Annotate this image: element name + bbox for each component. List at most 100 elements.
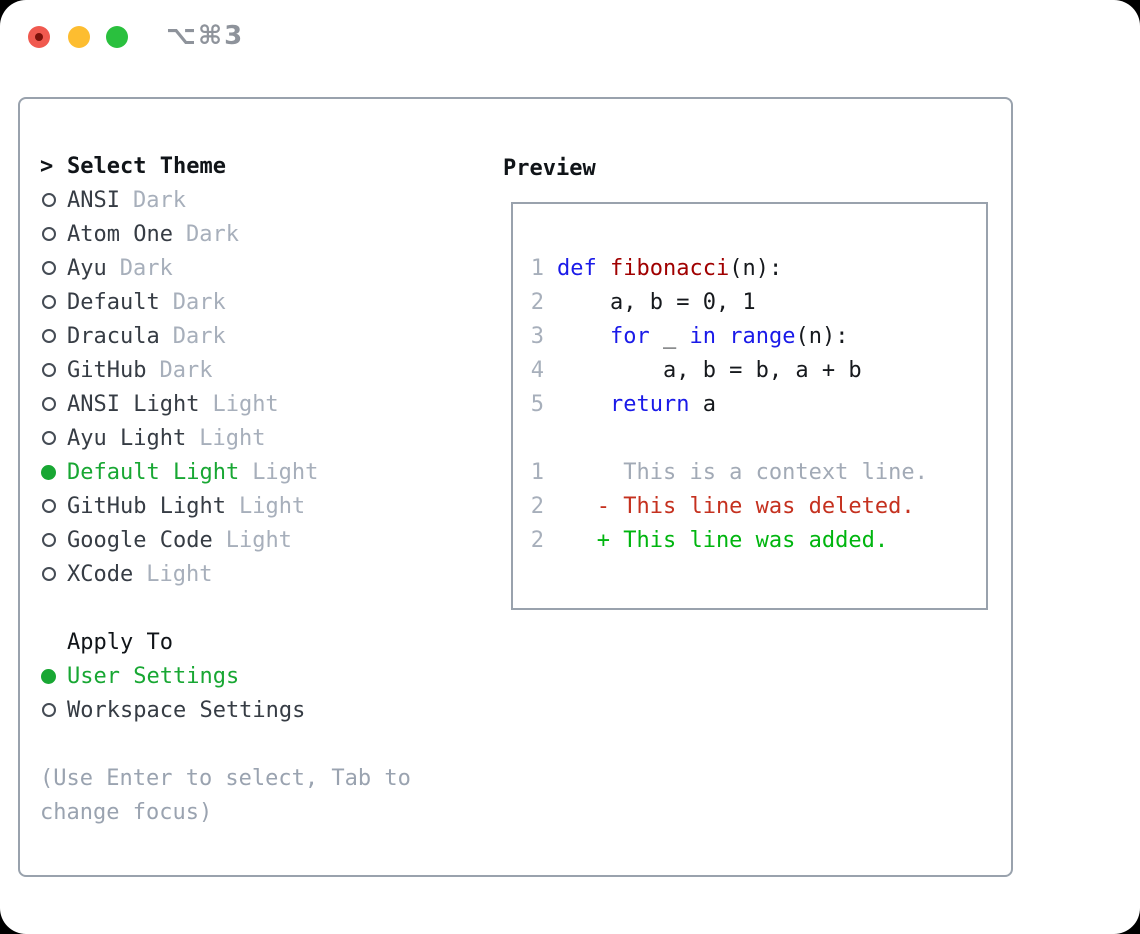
theme-option-ayu[interactable]: Ayu Dark — [40, 251, 480, 285]
apply-to-title: Apply To — [67, 629, 173, 655]
radio-unselected-icon — [42, 703, 56, 717]
code-token — [557, 392, 610, 417]
apply-to-header: Apply To — [40, 625, 480, 659]
theme-variant-label: Dark — [159, 357, 213, 383]
code-token — [716, 324, 729, 349]
theme-variant-label: Dark — [172, 289, 226, 315]
radio-unselected-icon — [42, 261, 56, 275]
radio-unselected-icon — [42, 193, 56, 207]
line-number: 3 — [530, 323, 544, 349]
code-token: (n): — [729, 255, 783, 281]
code-line: 5 return a — [530, 387, 978, 421]
theme-option-default-light[interactable]: Default Light Light — [40, 455, 480, 489]
theme-option-ansi[interactable]: ANSI Dark — [40, 183, 480, 217]
theme-name: Ayu — [67, 255, 107, 281]
code-token: This is a context line. — [557, 459, 928, 485]
theme-variant-label: Light — [199, 425, 266, 451]
theme-name: Google Code — [67, 527, 213, 553]
theme-name: Default Light — [67, 459, 240, 485]
minimize-button[interactable] — [68, 26, 90, 48]
code-line: 1 This is a context line. — [530, 455, 978, 489]
radio-unselected-icon — [42, 227, 56, 241]
code-token: (n): — [795, 323, 849, 349]
code-token: fibonacci — [610, 255, 730, 281]
apply-option-label: Workspace Settings — [67, 697, 306, 723]
radio-unselected-icon — [42, 397, 56, 411]
radio-unselected-icon — [42, 499, 56, 513]
theme-variant-label: Dark — [185, 221, 239, 247]
help-text-line-1: (Use Enter to select, Tab to — [40, 765, 411, 791]
theme-name: ANSI — [67, 187, 120, 213]
code-token: - This line was deleted. — [557, 493, 915, 519]
code-line: 2 a, b = 0, 1 — [530, 285, 978, 319]
apply-option-workspace-settings[interactable]: Workspace Settings — [40, 693, 480, 727]
code-token — [597, 256, 610, 281]
spacer — [40, 727, 480, 761]
code-token: a, b = 0, 1 — [557, 289, 756, 315]
help-text-line-2: change focus) — [40, 799, 213, 825]
theme-option-github-light[interactable]: GitHub Light Light — [40, 489, 480, 523]
radio-unselected-icon — [42, 295, 56, 309]
theme-option-atom-one[interactable]: Atom One Dark — [40, 217, 480, 251]
zoom-button[interactable] — [106, 26, 128, 48]
code-token: in — [689, 323, 716, 349]
radio-selected-icon — [41, 464, 56, 480]
code-token: def — [557, 255, 597, 281]
theme-option-google-code[interactable]: Google Code Light — [40, 523, 480, 557]
select-theme-title: Select Theme — [67, 153, 226, 179]
line-number: 4 — [530, 357, 544, 383]
theme-variant-label: Light — [252, 459, 319, 485]
cursor-icon: > — [40, 153, 54, 179]
theme-option-ayu-light[interactable]: Ayu Light Light — [40, 421, 480, 455]
code-token: a, b = b, a + b — [557, 357, 862, 383]
theme-variant-label: Dark — [172, 323, 226, 349]
theme-name: Atom One — [67, 221, 173, 247]
code-token: range — [729, 323, 796, 349]
code-token — [557, 324, 610, 349]
code-line: 2 - This line was deleted. — [530, 489, 978, 523]
theme-variant-label: Light — [212, 391, 279, 417]
code-line: 2 + This line was added. — [530, 523, 978, 557]
line-number: 2 — [530, 289, 544, 315]
theme-name: Ayu Light — [67, 425, 187, 451]
theme-option-xcode[interactable]: XCode Light — [40, 557, 480, 591]
theme-name: Dracula — [67, 323, 160, 349]
code-line: 4 a, b = b, a + b — [530, 353, 978, 387]
close-button[interactable] — [28, 26, 50, 48]
code-token: for — [609, 323, 650, 349]
line-number: 1 — [530, 459, 544, 485]
code-token: + This line was added. — [557, 527, 889, 553]
window-title-shortcut: ⌥⌘3 — [166, 21, 245, 51]
code-line — [530, 421, 978, 455]
apply-option-user-settings[interactable]: User Settings — [40, 659, 480, 693]
code-line: 3 for _ in range(n): — [530, 319, 978, 353]
theme-name: ANSI Light — [67, 391, 200, 417]
line-number: 2 — [530, 493, 544, 519]
radio-unselected-icon — [42, 431, 56, 445]
apply-option-label: User Settings — [67, 663, 240, 689]
theme-variant-label: Dark — [132, 187, 186, 213]
radio-unselected-icon — [42, 329, 56, 343]
theme-option-default[interactable]: Default Dark — [40, 285, 480, 319]
theme-name: GitHub Light — [67, 493, 226, 519]
theme-name: GitHub — [67, 357, 147, 383]
spacer — [40, 591, 480, 625]
theme-option-dracula[interactable]: Dracula Dark — [40, 319, 480, 353]
select-theme-header: > Select Theme — [40, 149, 480, 183]
theme-variant-label: Dark — [119, 255, 173, 281]
radio-unselected-icon — [42, 567, 56, 581]
line-number: 5 — [530, 391, 544, 417]
theme-option-ansi-light[interactable]: ANSI Light Light — [40, 387, 480, 421]
theme-option-github[interactable]: GitHub Dark — [40, 353, 480, 387]
theme-variant-label: Light — [238, 493, 306, 519]
theme-variant-label: Light — [146, 561, 213, 587]
theme-variant-label: Light — [225, 527, 292, 553]
theme-name: XCode — [67, 561, 134, 587]
radio-unselected-icon — [42, 363, 56, 377]
theme-name: Default — [67, 289, 160, 315]
